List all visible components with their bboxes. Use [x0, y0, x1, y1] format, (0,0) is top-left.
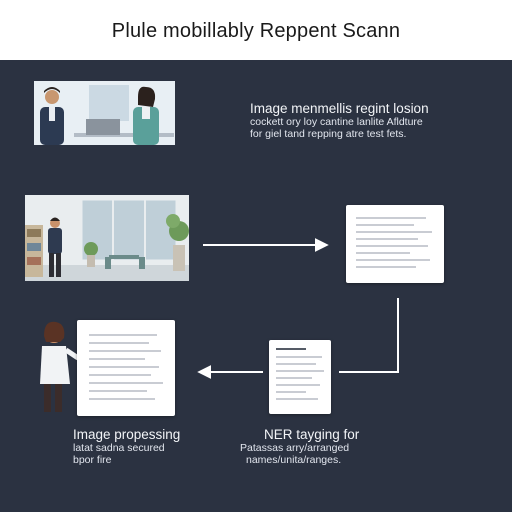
step-label-2: Image propessing latat sadna secured bpo…: [73, 427, 223, 466]
step-label-3: NER tayging for Patassas arry/arranged n…: [240, 427, 440, 466]
page-title: Plule mobillably Reppent Scann: [111, 20, 401, 42]
step-3-desc-1: Patassas arry/arranged: [240, 442, 350, 454]
step-2-title: Image propessing: [73, 427, 181, 442]
connector-document-to-ner: [339, 298, 399, 373]
scanned-document-icon: [346, 205, 444, 283]
step-3-desc-2: names/unita/ranges.: [246, 454, 342, 466]
step-label-1: Image menmellis regint losion cockett or…: [250, 101, 470, 140]
header-bar: Plule mobillably Reppent Scann: [0, 0, 512, 60]
step-1-desc-1: cockett ory loy cantine lanlite Afldture: [250, 116, 423, 128]
step-1-title: Image menmellis regint losion: [250, 101, 429, 116]
step-1-desc-2: for giel tand repping atre test fets.: [250, 128, 407, 140]
office-illustration: [25, 195, 189, 281]
ner-document-icon: [269, 340, 331, 414]
step-3-title: NER tayging for: [264, 427, 360, 442]
step-2-desc-1: latat sadna secured: [73, 442, 165, 454]
meeting-illustration: [34, 81, 175, 145]
meeting-scene-graphic: [34, 81, 175, 145]
step-2-desc-2: bpor fire: [73, 454, 112, 466]
processed-document-icon: [77, 320, 175, 416]
office-scene-graphic: [25, 195, 189, 281]
